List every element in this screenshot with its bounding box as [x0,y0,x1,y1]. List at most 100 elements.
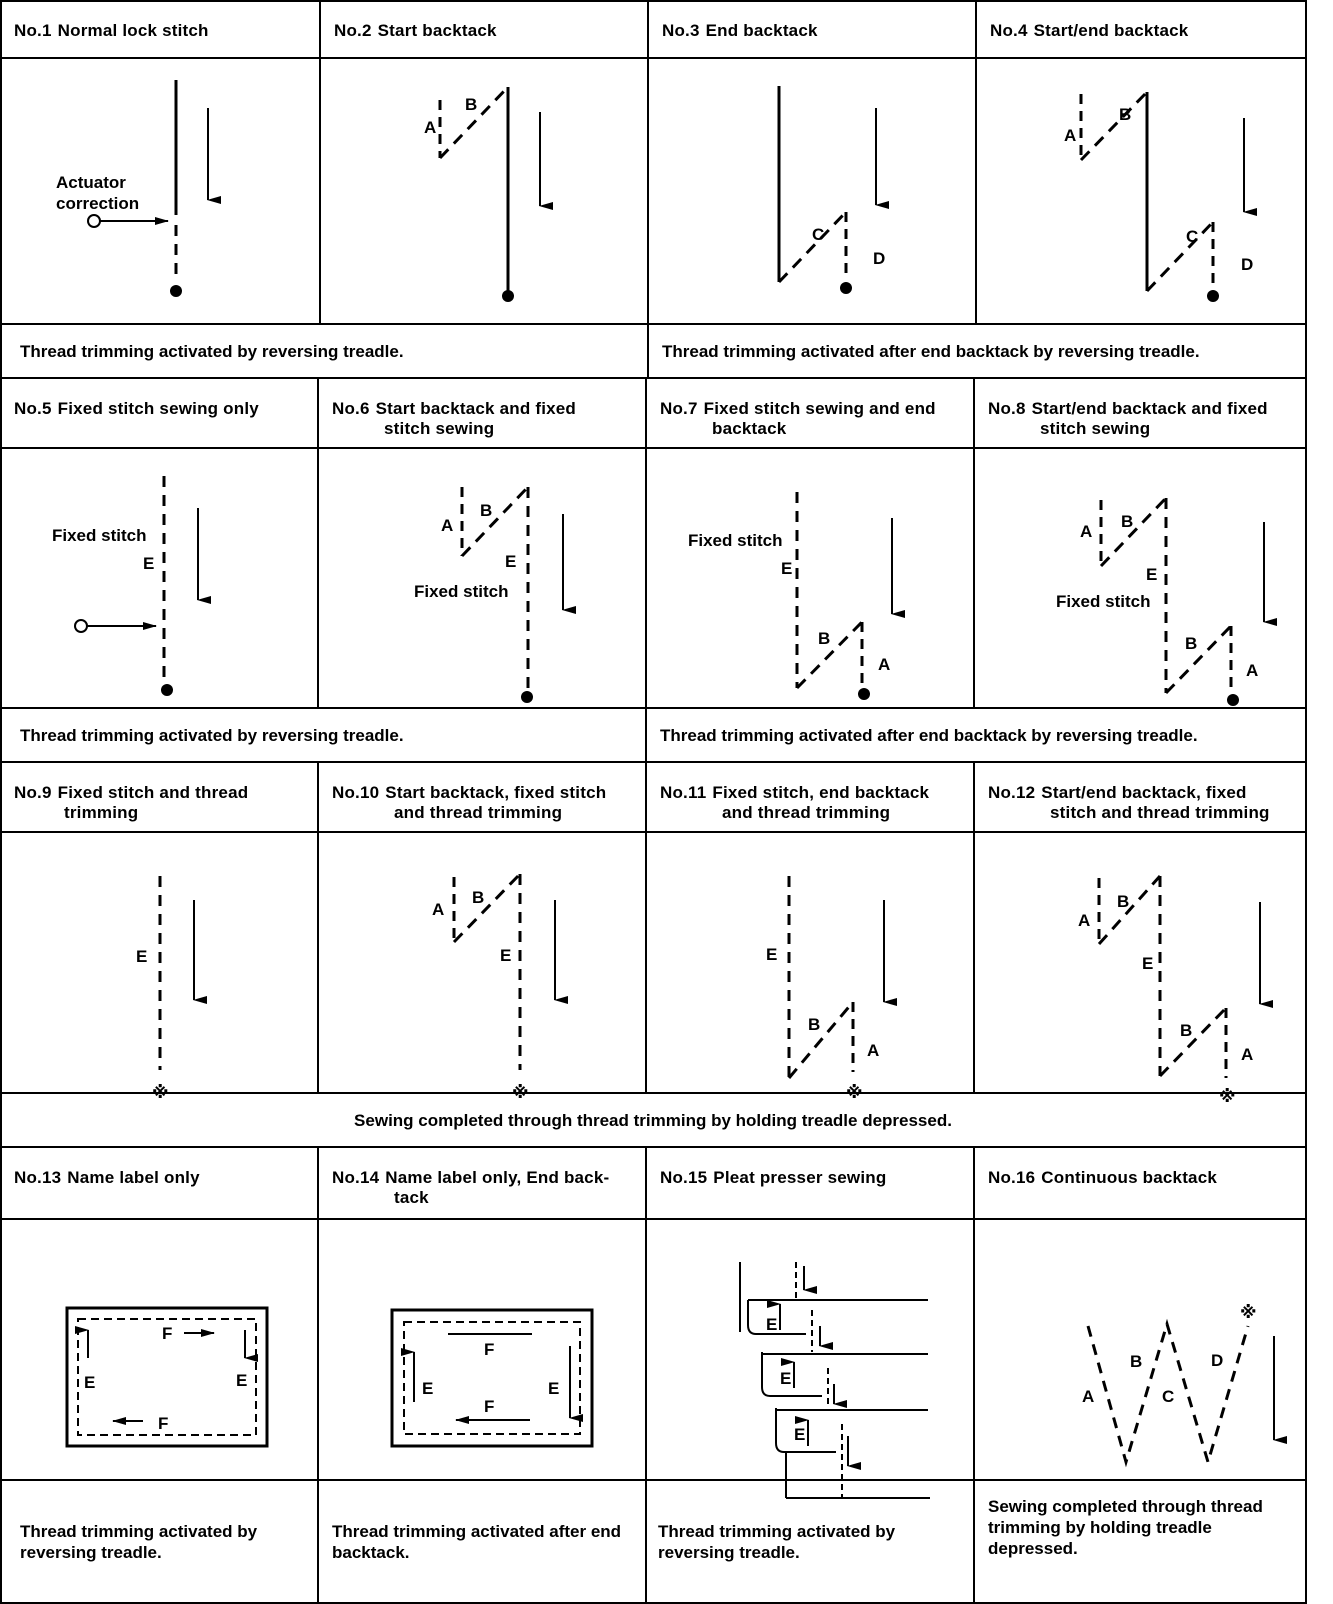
pattern-title: Name label only [67,1168,200,1187]
pattern-number: No.4 [990,21,1028,40]
label-a: A [1080,522,1092,541]
label-b: B [808,1015,820,1034]
pattern-title: End backtack [705,21,818,40]
header-no14: No.14 Name label only, End back- tack [318,1147,646,1219]
label-b: B [1130,1352,1142,1371]
label-e: E [780,1369,791,1388]
label-f: F [484,1397,494,1416]
pattern-number: No.11 [660,783,707,802]
pattern-number: No.16 [988,1168,1036,1187]
caption-row2-left: Thread trimming activated by reversing t… [20,725,404,745]
label-b: B [1119,105,1131,124]
diagram-no10 [452,872,568,1070]
label-a: A [424,118,436,137]
pattern-title-line2: tack [394,1188,429,1207]
label-f: F [162,1324,172,1343]
label-e: E [794,1425,805,1444]
label-actuator: Actuator [56,173,126,192]
label-c: C [1186,227,1198,246]
pattern-title: Name label only, End back- [385,1168,610,1187]
thread-trim-mark: ※ [512,1083,529,1102]
header-no4: No.4 Start/end backtack [976,0,1306,58]
label-e: E [500,946,511,965]
pattern-number: No.9 [14,783,52,802]
pattern-number: No.3 [662,21,700,40]
pattern-title: Fixed stitch, end backtack [712,783,930,802]
label-f: F [158,1414,168,1433]
diagram-no5 [74,476,211,696]
pattern-title: Fixed stitch sewing only [57,399,259,418]
pattern-title: Start/end backtack [1033,21,1189,40]
diagram-no12 [1097,874,1273,1078]
label-a: A [878,655,890,674]
label-fixed-stitch: Fixed stitch [52,526,146,545]
pattern-number: No.1 [14,21,52,40]
label-b: B [480,501,492,520]
header-no16: No.16 Continuous backtack [974,1147,1306,1219]
caption-row1-left: Thread trimming activated by reversing t… [20,341,404,361]
header-no1: No.1 Normal lock stitch [0,0,320,58]
diagram-no6 [460,485,576,703]
caption-no16: Sewing completed through thread trimming… [988,1497,1263,1558]
pattern-title-line2: backtack [712,419,787,438]
diagram-no2 [438,85,553,302]
header-no7: No.7 Fixed stitch sewing and end backtack [646,378,974,448]
caption-row1-right: Thread trimming activated after end back… [662,341,1200,361]
label-b: B [465,95,477,114]
caption-row2-right: Thread trimming activated after end back… [660,725,1198,745]
label-e: E [766,945,777,964]
pattern-title: Start backtack, fixed stitch [385,783,607,802]
label-b: B [1121,512,1133,531]
diagram-no3 [777,86,889,294]
label-a: A [1246,661,1258,680]
label-b: B [472,888,484,907]
label-e: E [236,1371,247,1390]
pattern-title-line2: stitch sewing [1040,419,1151,438]
pattern-title: Continuous backtack [1041,1168,1218,1187]
caption-no14: Thread trimming activated after end back… [332,1522,622,1562]
thread-trim-mark: ※ [1219,1087,1236,1106]
label-a: A [1064,126,1076,145]
pattern-title: Fixed stitch sewing and end [703,399,936,418]
label-f: F [484,1340,494,1359]
pattern-title: Start backtack [377,21,497,40]
label-e: E [505,552,516,571]
pattern-number: No.10 [332,783,380,802]
pattern-title-line2: and thread trimming [394,803,563,822]
label-e: E [1146,565,1157,584]
pattern-title: Start backtack and fixed [375,399,577,418]
label-a: A [432,900,444,919]
diagram-no15 [739,1262,930,1499]
diagram-no11 [787,876,897,1079]
label-d: D [1211,1351,1223,1370]
diagram-no16 [1086,1318,1287,1468]
label-fixed-stitch: Fixed stitch [414,582,508,601]
label-b: B [818,629,830,648]
pattern-title: Normal lock stitch [57,21,209,40]
pattern-title: Pleat presser sewing [713,1168,887,1187]
label-d: D [873,249,885,268]
diagram-no9 [158,876,207,1070]
label-e: E [84,1373,95,1392]
label-e: E [781,559,792,578]
pattern-number: No.7 [660,399,698,418]
label-fixed-stitch: Fixed stitch [688,531,782,550]
label-e: E [136,947,147,966]
pattern-title-line2: stitch and thread trimming [1050,803,1270,822]
label-c: C [1162,1387,1174,1406]
label-a: A [1082,1387,1094,1406]
diagram-labels: Actuator correction A B C D A B C D Fixe… [52,95,1258,1444]
label-e: E [1142,954,1153,973]
label-fixed-stitch: Fixed stitch [1056,592,1150,611]
pattern-number: No.14 [332,1168,380,1187]
header-no3: No.3 End backtack [648,0,976,58]
